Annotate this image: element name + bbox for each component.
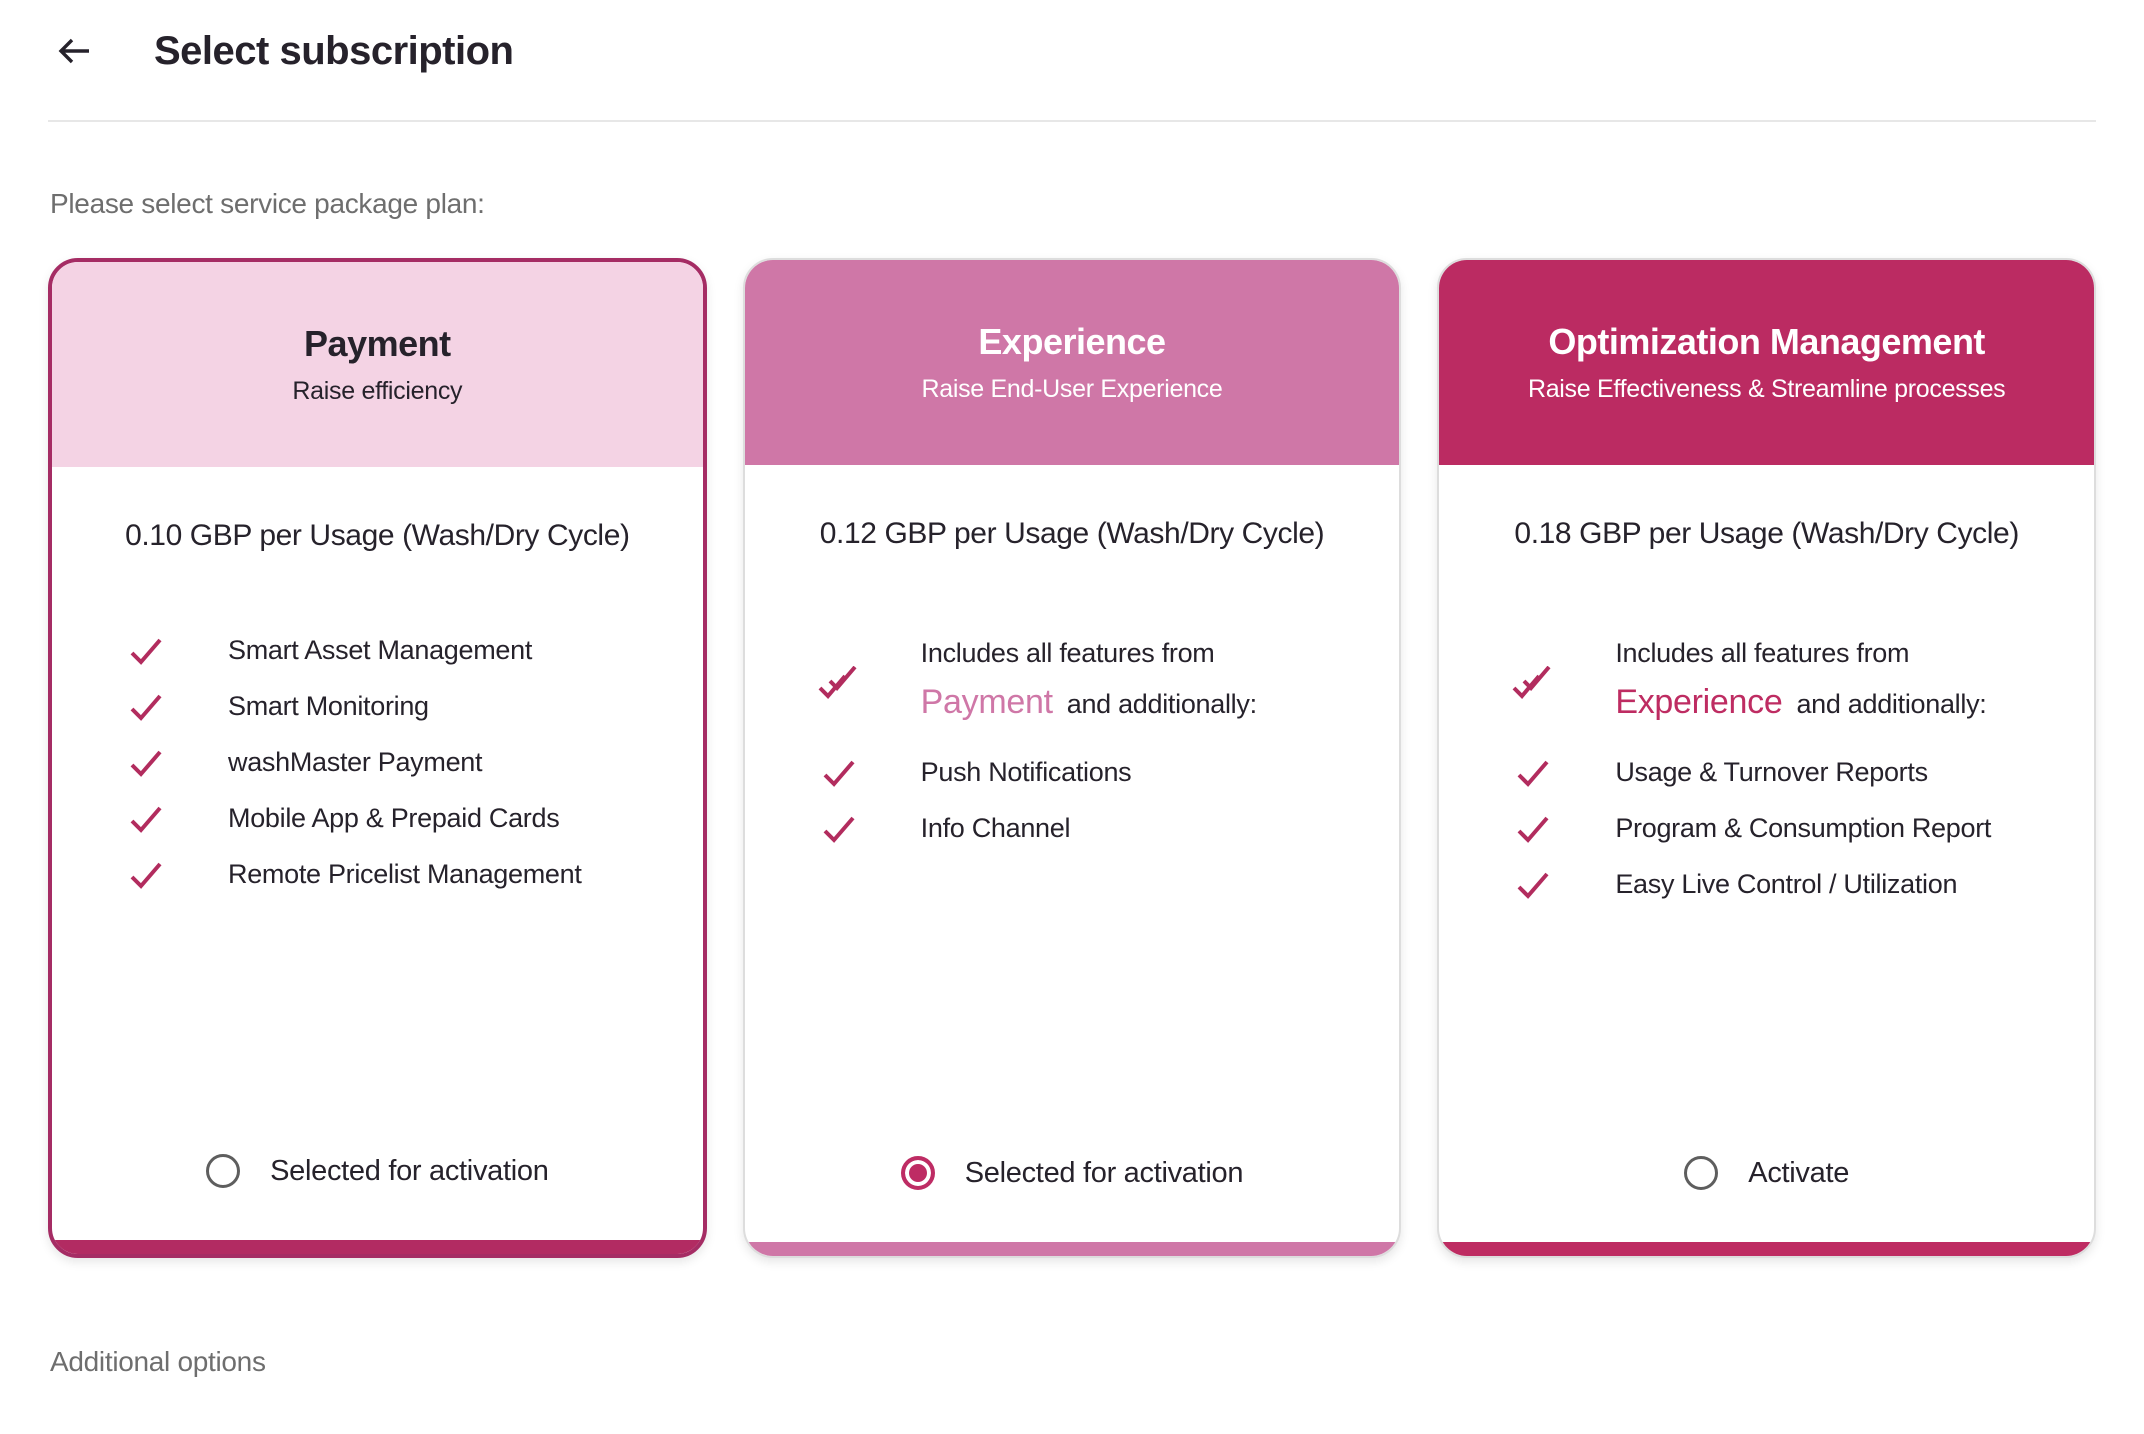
plan-title: Experience <box>978 321 1166 362</box>
includes-row: Includes all features from Experience and… <box>1509 631 2070 731</box>
checkmark-icon <box>122 633 170 666</box>
feature-list: Includes all features from Payment and ad… <box>745 631 1400 867</box>
feature-label: Program & Consumption Report <box>1615 813 1992 843</box>
radio-label[interactable]: Selected for activation <box>270 1154 549 1187</box>
feature-label: Smart Asset Management <box>228 635 533 665</box>
feature-label: Smart Monitoring <box>228 691 429 721</box>
plan-activation-option[interactable]: Selected for activation <box>745 1156 1400 1190</box>
checkmark-icon <box>1509 755 1557 788</box>
plan-card-experience: Experience Raise End-User Experience 0.1… <box>742 258 1402 1258</box>
back-button[interactable] <box>50 28 96 74</box>
double-checkmark-icon <box>815 663 863 700</box>
feature-label: washMaster Payment <box>228 747 483 777</box>
plan-body: 0.12 GBP per Usage (Wash/Dry Cycle) Incl… <box>745 465 1400 1256</box>
feature-label: Mobile App & Prepaid Cards <box>228 803 560 833</box>
feature-row: Push Notifications <box>815 755 1376 789</box>
included-package-link: Experience <box>1615 683 1783 721</box>
includes-suffix: and additionally: <box>1796 689 1987 719</box>
double-checkmark-icon <box>1509 663 1557 700</box>
checkmark-icon <box>1509 811 1557 844</box>
feature-row: Smart Monitoring <box>122 689 679 723</box>
includes-text: Includes all features from Payment and ad… <box>921 631 1257 731</box>
feature-label: Usage & Turnover Reports <box>1615 757 1928 787</box>
plan-card-payment: Payment Raise efficiency 0.10 GBP per Us… <box>48 258 707 1258</box>
feature-list: Smart Asset Management Smart Monitoring … <box>52 633 703 913</box>
header-divider <box>48 120 2096 122</box>
includes-prefix: Includes all features from <box>920 638 1215 668</box>
feature-row: washMaster Payment <box>122 745 679 779</box>
checkmark-icon <box>122 801 170 834</box>
checkmark-icon <box>122 745 170 778</box>
includes-row: Includes all features from Payment and ad… <box>815 631 1376 731</box>
plan-header: Optimization Management Raise Effectiven… <box>1439 260 2094 465</box>
feature-row: Smart Asset Management <box>122 633 679 667</box>
plan-header: Payment Raise efficiency <box>52 262 703 467</box>
card-accent-bar <box>1439 1242 2094 1256</box>
plan-body: 0.18 GBP per Usage (Wash/Dry Cycle) Incl… <box>1439 465 2094 1256</box>
plan-tagline: Raise efficiency <box>292 377 463 405</box>
plan-tagline: Raise Effectiveness & Streamline process… <box>1527 375 2006 403</box>
card-accent-bar <box>52 1240 703 1254</box>
plan-activation-option[interactable]: Activate <box>1439 1156 2094 1190</box>
card-accent-bar <box>744 1242 1400 1256</box>
feature-row: Usage & Turnover Reports <box>1509 755 2070 789</box>
feature-row: Easy Live Control / Utilization <box>1509 867 2070 901</box>
plan-body: 0.10 GBP per Usage (Wash/Dry Cycle) Smar… <box>52 467 703 1254</box>
feature-row: Program & Consumption Report <box>1509 811 2070 845</box>
plan-price: 0.10 GBP per Usage (Wash/Dry Cycle) <box>125 519 630 552</box>
plan-title: Optimization Management <box>1548 321 1985 362</box>
plan-header: Experience Raise End-User Experience <box>744 260 1400 465</box>
feature-row: Remote Pricelist Management <box>122 857 679 891</box>
includes-suffix: and additionally: <box>1066 689 1257 719</box>
includes-prefix: Includes all features from <box>1615 638 1910 668</box>
plans-grid: Payment Raise efficiency 0.10 GBP per Us… <box>48 258 2096 1258</box>
radio-label[interactable]: Activate <box>1748 1156 1850 1189</box>
plan-price: 0.12 GBP per Usage (Wash/Dry Cycle) <box>819 517 1325 550</box>
feature-label: Push Notifications <box>920 757 1132 787</box>
checkmark-icon <box>815 811 863 844</box>
radio-label[interactable]: Selected for activation <box>964 1156 1244 1189</box>
feature-label: Easy Live Control / Utilization <box>1615 869 1958 899</box>
feature-label: Info Channel <box>920 813 1071 843</box>
included-package-link: Payment <box>920 683 1053 721</box>
plan-title: Payment <box>304 323 451 364</box>
checkmark-icon <box>122 689 170 722</box>
includes-text: Includes all features from Experience and… <box>1615 631 1986 731</box>
checkmark-icon <box>1509 867 1557 900</box>
page-title: Select subscription <box>154 28 514 73</box>
intro-text: Please select service package plan: <box>50 188 485 219</box>
arrow-left-icon <box>58 38 89 64</box>
plan-price: 0.18 GBP per Usage (Wash/Dry Cycle) <box>1514 517 2019 550</box>
feature-row: Info Channel <box>815 811 1376 845</box>
feature-row: Mobile App & Prepaid Cards <box>122 801 679 835</box>
feature-list: Includes all features from Experience and… <box>1439 631 2094 923</box>
radio-button-icon[interactable] <box>206 1154 241 1188</box>
radio-button-icon[interactable] <box>900 1156 935 1190</box>
checkmark-icon <box>815 755 863 788</box>
plan-card-optimization-management: Optimization Management Raise Effectiven… <box>1437 258 2096 1258</box>
checkmark-icon <box>122 857 170 890</box>
radio-button-icon[interactable] <box>1684 1156 1719 1190</box>
plan-activation-option[interactable]: Selected for activation <box>52 1154 703 1188</box>
plan-tagline: Raise End-User Experience <box>921 375 1223 403</box>
feature-label: Remote Pricelist Management <box>228 859 582 889</box>
page-header: Select subscription <box>0 0 2144 104</box>
additional-options-label: Additional options <box>50 1346 266 1377</box>
